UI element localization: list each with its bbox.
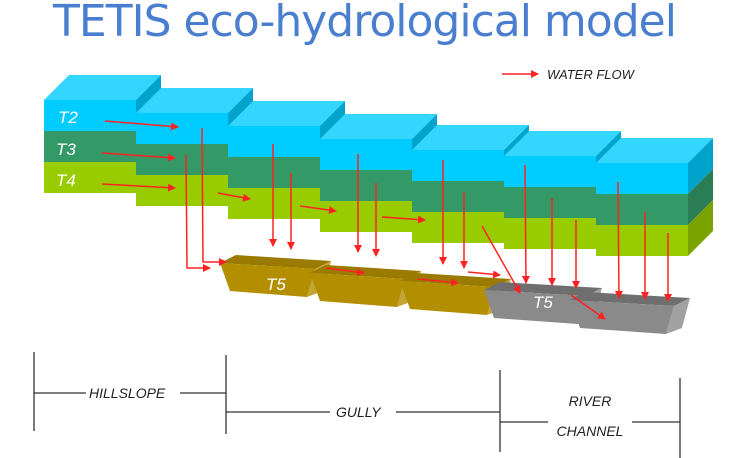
legend: WATER FLOW — [502, 67, 636, 82]
soil-layer-t4 — [44, 162, 136, 193]
water-flow-arrow — [217, 192, 251, 202]
channel-front-face — [400, 281, 495, 315]
channel-front-face — [310, 273, 405, 307]
water-flow-arrow — [325, 267, 365, 277]
soil-layer-t4 — [504, 218, 596, 249]
soil-layer-t3 — [596, 194, 688, 225]
gully-cell — [310, 265, 421, 307]
channel-top-face — [570, 292, 690, 306]
gully-cell-label: T5 — [266, 275, 286, 294]
scale-label-gully: GULLY — [336, 404, 382, 420]
soil-layer-t3 — [136, 144, 228, 175]
soil-block — [596, 138, 713, 256]
layer-label-t3: T3 — [56, 140, 76, 159]
legend-label: WATER FLOW — [547, 67, 636, 82]
soil-layer-t3 — [412, 181, 504, 212]
water-flow-arrow — [381, 215, 426, 224]
water-flow-arrow — [417, 278, 459, 287]
block-top-face — [320, 114, 437, 139]
soil-layer-t2 — [44, 100, 136, 131]
block-top-face — [412, 125, 529, 150]
scale-bar — [33, 352, 681, 458]
soil-layer-t4 — [320, 201, 412, 232]
water-flow-arrow — [570, 294, 606, 320]
water-flow-arrow — [467, 270, 501, 279]
channel-top-face — [310, 265, 421, 279]
water-flow-arrow — [101, 152, 176, 162]
scale-label-river: RIVER — [569, 393, 612, 409]
soil-layer-t2 — [320, 139, 412, 170]
layer-label-t4: T4 — [56, 171, 76, 190]
water-flow-arrow — [201, 127, 227, 266]
water-flow-arrow — [185, 154, 211, 272]
block-side-face — [688, 200, 713, 256]
channel-cells — [220, 255, 690, 334]
channel-front-face — [570, 300, 674, 334]
soil-layer-t4 — [228, 188, 320, 219]
block-top-face — [44, 75, 161, 100]
water-flow-arrow — [299, 205, 337, 214]
block-top-face — [504, 131, 621, 156]
water-flow-arrows — [101, 120, 672, 320]
block-side-face — [688, 138, 713, 194]
soil-block — [44, 75, 161, 193]
soil-layer-t3 — [320, 170, 412, 201]
soil-layer-t2 — [228, 126, 320, 157]
river-cell-label: T5 — [533, 293, 553, 312]
channel-side-face — [666, 298, 690, 334]
block-top-face — [596, 138, 713, 163]
block-top-face — [136, 88, 253, 113]
scale-label-hillslope: HILLSLOPE — [89, 385, 166, 401]
soil-layer-t4 — [136, 175, 228, 206]
soil-block — [228, 101, 345, 219]
soil-layer-t4 — [412, 212, 504, 243]
channel-top-face — [220, 255, 331, 269]
channel-front-face — [484, 290, 586, 324]
water-flow-arrow — [104, 120, 179, 131]
soil-layer-t2 — [136, 113, 228, 144]
soil-layer-t3 — [228, 157, 320, 188]
diagram-title: TETIS eco-hydrological model — [53, 0, 677, 47]
soil-layer-t2 — [412, 150, 504, 181]
soil-layer-t4 — [596, 225, 688, 256]
river-cell — [570, 292, 690, 334]
water-flow-arrow — [521, 164, 530, 284]
scale-label-channel: CHANNEL — [557, 423, 624, 439]
soil-layer-t3 — [44, 131, 136, 162]
water-flow-arrow — [614, 181, 623, 299]
layer-label-t2: T2 — [58, 108, 78, 127]
soil-blocks — [44, 75, 713, 256]
soil-layer-t2 — [504, 156, 596, 187]
soil-layer-t2 — [596, 163, 688, 194]
block-side-face — [688, 169, 713, 225]
channel-front-face — [220, 263, 315, 297]
water-flow-arrow — [481, 225, 521, 294]
water-flow-arrow — [101, 183, 176, 192]
soil-layer-t3 — [504, 187, 596, 218]
block-top-face — [228, 101, 345, 126]
